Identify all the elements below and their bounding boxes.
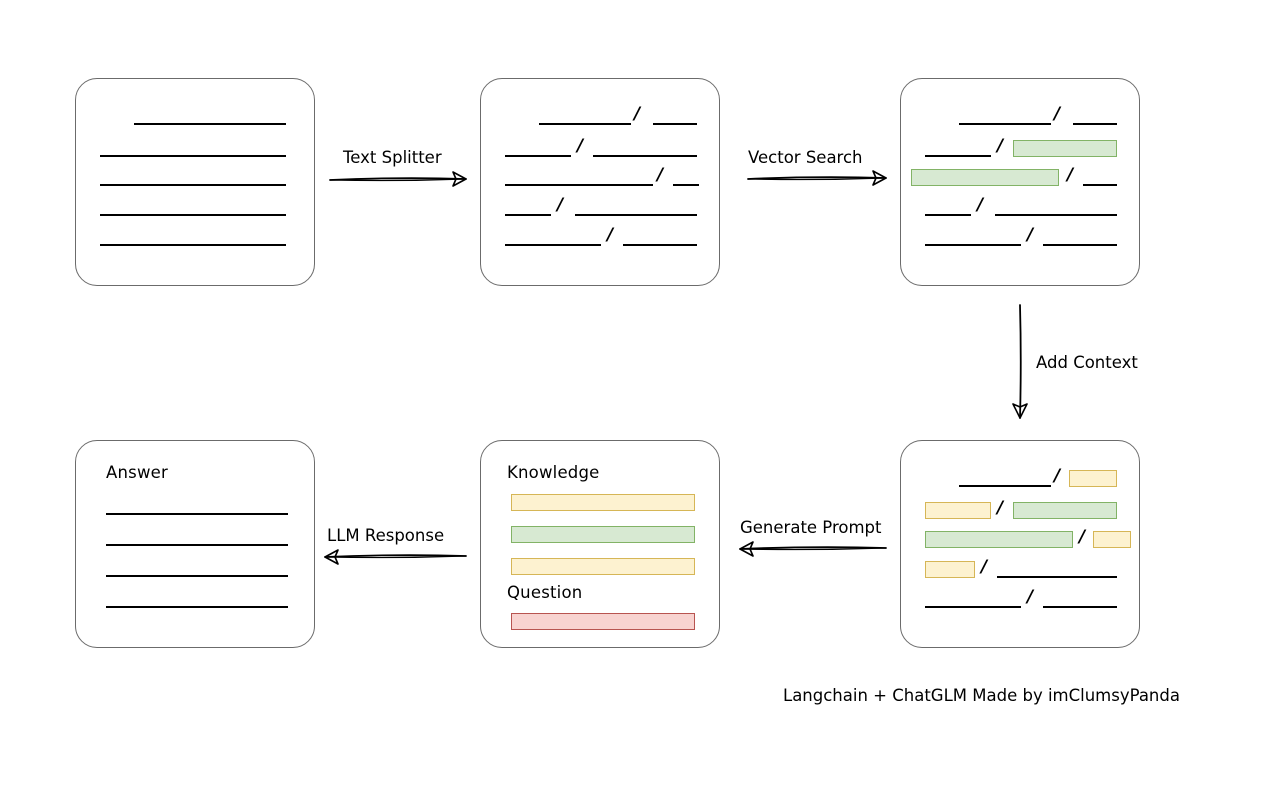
node-matched_chunks-green-chip	[911, 169, 1059, 186]
node-split_chunks-slash-separator: /	[607, 225, 614, 245]
footer-credit: Langchain + ChatGLM Made by imClumsyPand…	[783, 686, 1180, 705]
node-split_chunks-line	[505, 155, 571, 157]
node-context_chunks-green-chip	[1013, 502, 1117, 519]
node-context_chunks-yellow-chip	[1093, 531, 1131, 548]
node-answer-heading: Answer	[106, 463, 168, 482]
node-context_chunks-line	[1043, 606, 1117, 608]
node-source_document[interactable]	[75, 78, 315, 286]
node-matched_chunks-line	[995, 214, 1117, 216]
node-context_chunks-slash-separator: /	[1054, 466, 1061, 486]
node-split_chunks-slash-separator: /	[657, 165, 664, 185]
edge-label-text-splitter: Text Splitter	[343, 148, 442, 167]
node-context_chunks[interactable]: / / / / /	[900, 440, 1140, 648]
node-answer-line	[106, 575, 288, 577]
node-answer-line	[106, 513, 288, 515]
node-prompt-yellow-chip	[511, 558, 695, 575]
node-context_chunks-line	[997, 576, 1117, 578]
node-split_chunks-line	[505, 184, 653, 186]
node-matched_chunks-green-chip	[1013, 140, 1117, 157]
node-matched_chunks-slash-separator: /	[1054, 104, 1061, 124]
node-context_chunks-line	[959, 485, 1051, 487]
node-source_document-line	[100, 244, 286, 246]
node-context_chunks-yellow-chip	[925, 502, 991, 519]
node-split_chunks-line	[539, 123, 631, 125]
node-split_chunks-line	[653, 123, 697, 125]
node-split_chunks-line	[505, 244, 601, 246]
node-source_document-line	[100, 155, 286, 157]
node-source_document-line	[100, 214, 286, 216]
node-context_chunks-yellow-chip	[1069, 470, 1117, 487]
arrow-add-context	[1012, 304, 1028, 419]
arrow-vector-search	[747, 170, 887, 186]
node-matched_chunks-line	[925, 155, 991, 157]
arrow-llm-response	[324, 549, 467, 565]
node-matched_chunks-slash-separator: /	[1067, 165, 1074, 185]
node-matched_chunks-line	[959, 123, 1051, 125]
node-context_chunks-slash-separator: /	[1079, 527, 1086, 547]
node-matched_chunks-line	[925, 244, 1021, 246]
node-split_chunks-line	[623, 244, 697, 246]
node-context_chunks-line	[925, 606, 1021, 608]
node-matched_chunks-slash-separator: /	[1027, 225, 1034, 245]
node-answer[interactable]: Answer	[75, 440, 315, 648]
node-split_chunks-slash-separator: /	[634, 104, 641, 124]
node-matched_chunks-slash-separator: /	[977, 195, 984, 215]
node-matched_chunks-slash-separator: /	[997, 136, 1004, 156]
node-context_chunks-slash-separator: /	[981, 557, 988, 577]
node-matched_chunks-line	[1043, 244, 1117, 246]
arrow-generate-prompt	[739, 541, 887, 557]
node-answer-line	[106, 606, 288, 608]
node-matched_chunks[interactable]: / / / / /	[900, 78, 1140, 286]
node-matched_chunks-line	[1073, 123, 1117, 125]
node-split_chunks-line	[593, 155, 697, 157]
node-source_document-line	[100, 184, 286, 186]
node-context_chunks-yellow-chip	[925, 561, 975, 578]
node-prompt-yellow-chip	[511, 494, 695, 511]
edge-label-add-context: Add Context	[1036, 353, 1138, 372]
arrow-text-splitter	[329, 171, 467, 187]
node-split_chunks-line	[575, 214, 697, 216]
node-split_chunks-line	[673, 184, 699, 186]
node-split_chunks-line	[505, 214, 551, 216]
edge-label-vector-search: Vector Search	[748, 148, 863, 167]
node-answer-line	[106, 544, 288, 546]
node-prompt-green-chip	[511, 526, 695, 543]
node-context_chunks-slash-separator: /	[1027, 587, 1034, 607]
node-split_chunks-slash-separator: /	[577, 136, 584, 156]
node-prompt-red-chip	[511, 613, 695, 630]
node-split_chunks[interactable]: / / / / /	[480, 78, 720, 286]
node-prompt-heading: Knowledge	[507, 463, 600, 482]
edge-label-llm-response: LLM Response	[327, 526, 445, 545]
node-prompt-heading: Question	[507, 583, 583, 602]
node-matched_chunks-line	[1083, 184, 1117, 186]
node-context_chunks-green-chip	[925, 531, 1073, 548]
node-source_document-line	[134, 123, 286, 125]
node-split_chunks-slash-separator: /	[557, 195, 564, 215]
node-context_chunks-slash-separator: /	[997, 498, 1004, 518]
node-matched_chunks-line	[925, 214, 971, 216]
edge-label-generate-prompt: Generate Prompt	[740, 518, 882, 537]
